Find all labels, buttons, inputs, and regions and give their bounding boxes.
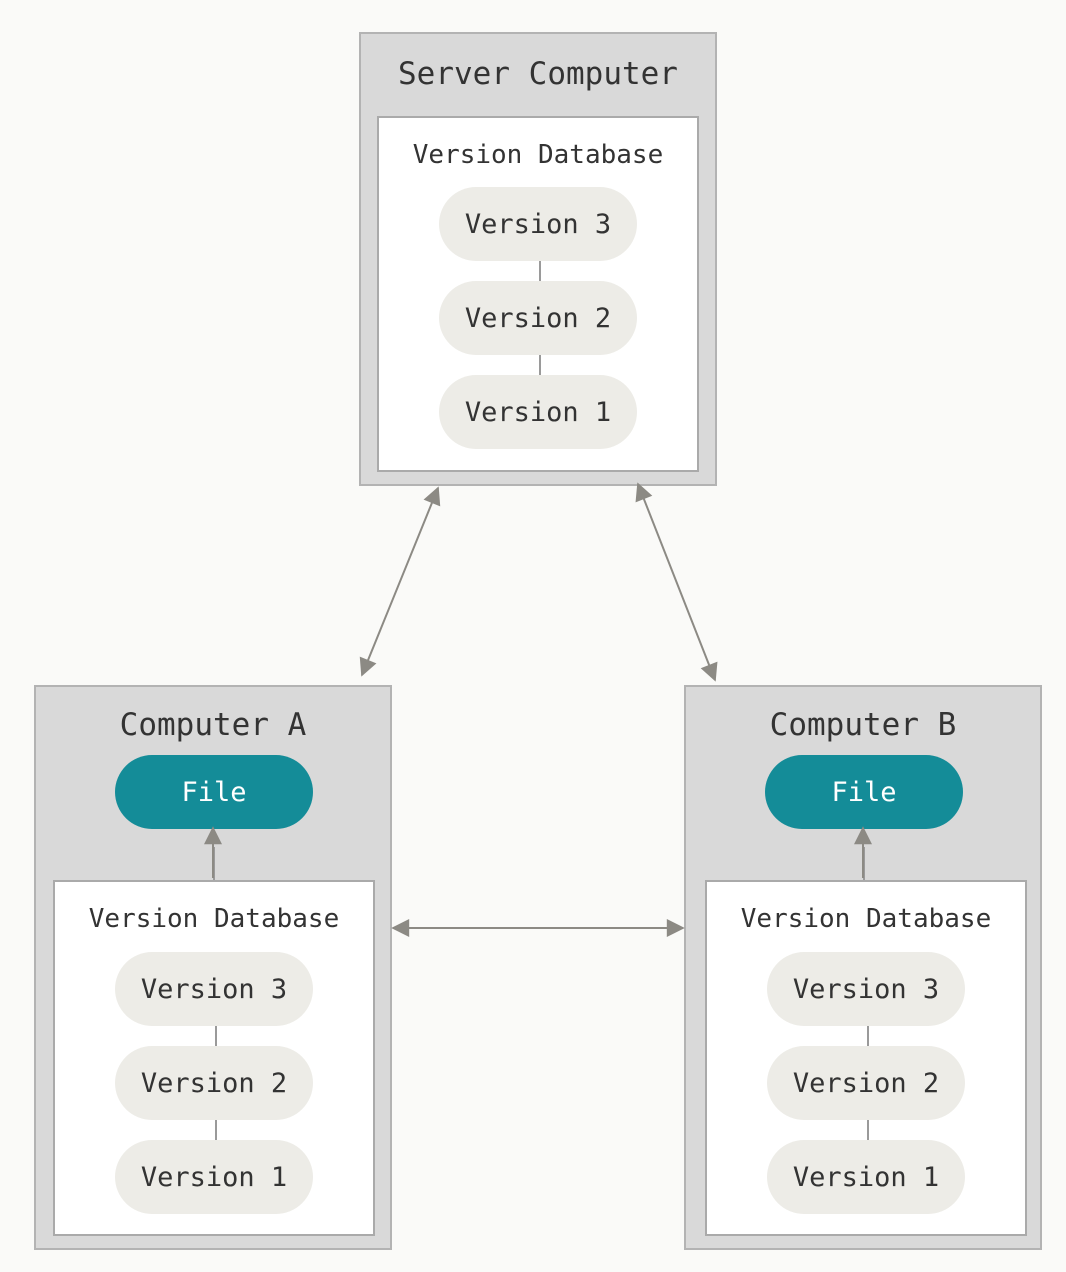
computer-b-version-database: Version Database Version 3 Version 2 Ver… <box>705 880 1027 1236</box>
computer-b-db-title: Version Database <box>740 904 992 934</box>
computer-b-title: Computer B <box>769 707 957 743</box>
computer-a-file: File <box>115 755 313 829</box>
computer-b-version-3: Version 3 <box>767 952 965 1026</box>
computer-b-connector-3-2 <box>867 1026 869 1046</box>
computer-a-db-title: Version Database <box>88 904 340 934</box>
server-version-3: Version 3 <box>439 187 637 261</box>
arrow-server-computer-a <box>359 486 441 677</box>
computer-a-title: Computer A <box>119 707 307 743</box>
server-connector-2-1 <box>539 355 541 375</box>
server-version-1: Version 1 <box>439 375 637 449</box>
server-computer-title: Server Computer <box>398 56 678 92</box>
computer-a-version-1: Version 1 <box>115 1140 313 1214</box>
computer-b-version-1: Version 1 <box>767 1140 965 1214</box>
computer-b-file: File <box>765 755 963 829</box>
arrow-server-computer-b <box>635 482 718 682</box>
computer-a-version-database: Version Database Version 3 Version 2 Ver… <box>53 880 375 1236</box>
computer-b-connector-2-1 <box>867 1120 869 1140</box>
server-computer-box: Server Computer Version Database Version… <box>359 32 717 486</box>
computer-b-version-2: Version 2 <box>767 1046 965 1120</box>
computer-a-box: Computer A File Version Database Version… <box>34 685 392 1250</box>
computer-b-box: Computer B File Version Database Version… <box>684 685 1042 1250</box>
server-connector-3-2 <box>539 261 541 281</box>
computer-a-version-3: Version 3 <box>115 952 313 1026</box>
server-db-title: Version Database <box>412 140 664 170</box>
server-version-database: Version Database Version 3 Version 2 Ver… <box>377 116 699 472</box>
server-version-2: Version 2 <box>439 281 637 355</box>
computer-a-connector-2-1 <box>215 1120 217 1140</box>
computer-a-version-2: Version 2 <box>115 1046 313 1120</box>
computer-a-connector-3-2 <box>215 1026 217 1046</box>
